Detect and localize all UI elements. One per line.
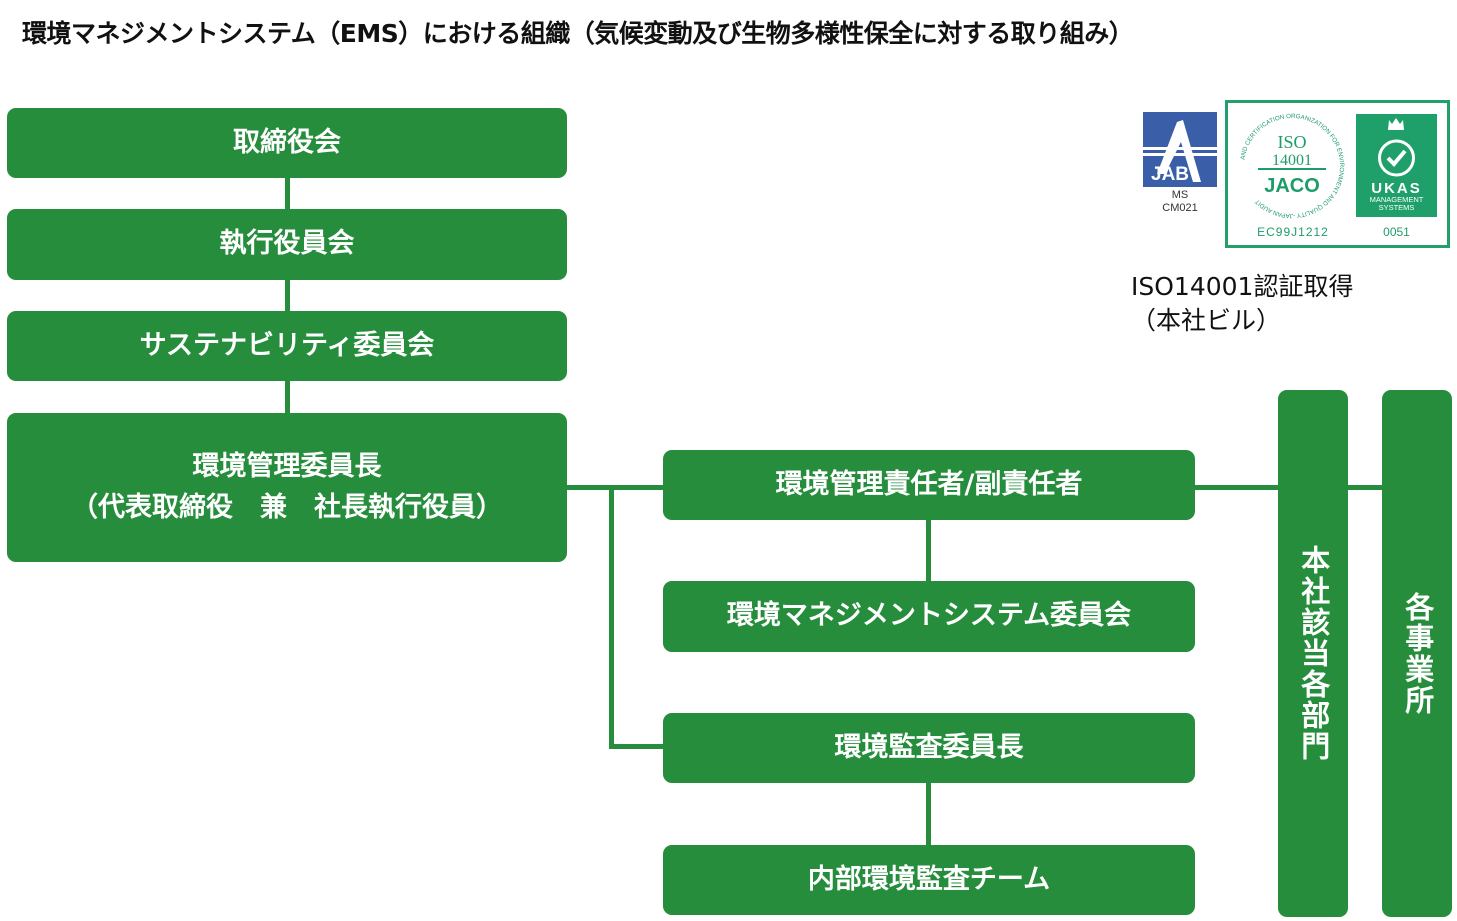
ukas-subtitle: MANAGEMENT SYSTEMS: [1369, 195, 1424, 213]
certification-caption: ISO14001認証取得 （本社ビル）: [1131, 272, 1354, 335]
connector-line: [1195, 485, 1279, 490]
jab-mark-text: JAB: [1151, 164, 1189, 185]
environmental-management-chair-box: 環境管理委員長 （代表取締役 兼 社長執行役員）: [7, 413, 567, 562]
environmental-manager-box: 環境管理責任者/副責任者: [663, 450, 1195, 520]
connector-line: [285, 280, 290, 311]
box-label: 本社該当各部門: [1296, 545, 1331, 762]
hq-departments-box: 本社該当各部門: [1278, 390, 1348, 917]
jab-accreditation-label: MS CM021: [1140, 189, 1220, 214]
box-label: 内部環境監査チーム: [807, 863, 1051, 895]
ukas-name: UKAS: [1371, 180, 1422, 197]
jab-line2: CM021: [1162, 201, 1198, 214]
jaco-cert-number: EC99J1212: [1257, 225, 1329, 239]
box-label: サステナビリティ委員会: [139, 329, 435, 361]
box-label: 取締役会: [233, 126, 341, 158]
connector-line: [609, 744, 664, 749]
connector-line: [285, 178, 290, 209]
box-label: 環境管理責任者/副責任者: [775, 468, 1083, 500]
iso-number: 14001: [1272, 152, 1312, 169]
box-label: 執行役員会: [219, 228, 355, 260]
box-label-line1: 環境管理委員長: [192, 451, 382, 482]
business-sites-box: 各事業所: [1382, 390, 1452, 917]
box-label: 各事業所: [1400, 591, 1435, 716]
jaco-iso14001-logo: AND CERTIFICATION ORGANIZATION FOR ENVIR…: [1239, 113, 1345, 219]
connector-line: [926, 783, 931, 845]
connector-line: [285, 381, 290, 413]
connector-line: [1347, 485, 1383, 490]
board-of-directors-box: 取締役会: [7, 108, 567, 178]
jab-logo: JAB: [1143, 112, 1217, 187]
iso-label: ISO: [1277, 132, 1306, 152]
jab-mark-icon: JAB: [1143, 112, 1217, 187]
box-label-line2: （代表取締役 兼 社長執行役員）: [71, 491, 503, 523]
environmental-audit-chair-box: 環境監査委員長: [663, 713, 1195, 783]
sustainability-committee-box: サステナビリティ委員会: [7, 311, 567, 381]
box-label: 環境マネジメントシステム委員会: [726, 600, 1132, 632]
ems-committee-box: 環境マネジメントシステム委員会: [663, 581, 1195, 652]
executive-officers-box: 執行役員会: [7, 209, 567, 280]
connector-line: [926, 520, 931, 581]
internal-audit-team-box: 内部環境監査チーム: [663, 845, 1195, 915]
box-label: 環境監査委員長: [834, 731, 1024, 763]
certification-frame: [1225, 100, 1450, 248]
ukas-logo: UKAS MANAGEMENT SYSTEMS: [1356, 114, 1437, 217]
page-title: 環境マネジメントシステム（EMS）における組織（気候変動及び生物多様性保全に対す…: [22, 19, 1134, 48]
connector-line: [609, 488, 614, 749]
connector-line: [567, 485, 664, 490]
ukas-number: 0051: [1383, 225, 1410, 239]
jab-line1: MS: [1171, 189, 1189, 201]
jaco-mark: JACO: [1264, 175, 1320, 197]
ukas-crown-check-icon: [1378, 118, 1415, 177]
